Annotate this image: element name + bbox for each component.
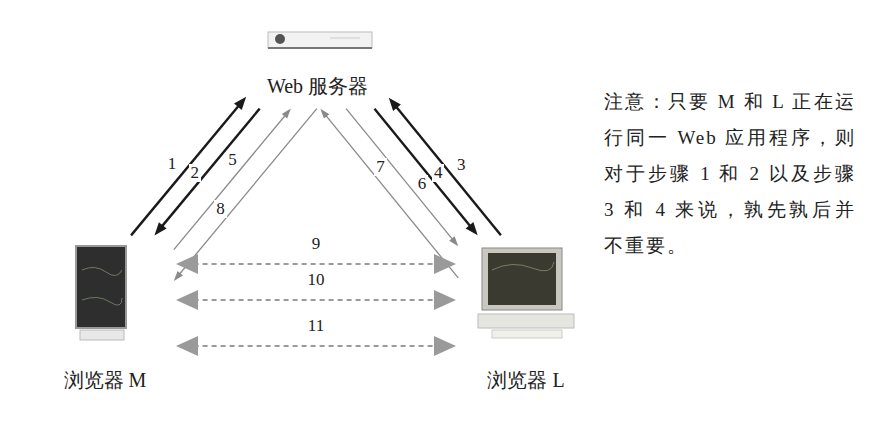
arrow-head: [389, 98, 401, 111]
arrow-head: [434, 254, 456, 274]
node-label: 浏览器 M: [40, 367, 170, 394]
arrow-head: [154, 222, 166, 235]
message-arrow: [194, 345, 439, 347]
arrow-head: [176, 336, 198, 356]
step-number: 4: [432, 164, 445, 182]
message-arrow: [179, 109, 317, 275]
step-number: 6: [416, 175, 429, 193]
arrow-head: [466, 222, 478, 235]
arrow-head: [282, 109, 291, 119]
browser-node: 浏览器 M: [40, 240, 170, 400]
message-arrow: [395, 106, 501, 236]
step-number: 3: [455, 156, 468, 174]
step-number: 9: [310, 235, 323, 253]
arrow-head: [176, 290, 198, 310]
arrow-head: [320, 109, 329, 119]
message-arrow: [194, 299, 439, 301]
node-label: 浏览器 L: [462, 367, 590, 394]
arrow-head: [176, 254, 198, 274]
monitor-icon: [462, 240, 590, 350]
step-number: 7: [374, 158, 387, 176]
step-number: 10: [306, 271, 327, 289]
note-text: 注意：只要 M 和 L 正在运行同一 Web 应用程序，则对于步骤 1 和 2 …: [604, 84, 856, 264]
arrow-head: [234, 97, 246, 110]
arrow-head: [434, 290, 456, 310]
node-label: Web 服务器: [250, 73, 385, 100]
step-number: 8: [214, 200, 227, 218]
message-arrow: [174, 115, 286, 250]
server-node: Web 服务器: [250, 24, 385, 104]
message-arrow: [325, 115, 458, 278]
step-number: 5: [226, 151, 239, 169]
arrow-head: [449, 236, 458, 246]
message-arrow: [131, 105, 239, 236]
monitor-icon: [40, 240, 170, 350]
step-number: 1: [166, 155, 179, 173]
message-arrow: [375, 109, 472, 228]
browser-node: 浏览器 L: [462, 240, 590, 400]
arrow-head: [434, 336, 456, 356]
step-number: 11: [306, 317, 326, 335]
message-arrow: [194, 263, 439, 265]
arrow-head: [174, 271, 183, 281]
step-number: 2: [189, 164, 202, 182]
message-arrow: [346, 109, 453, 240]
message-arrow: [161, 109, 260, 228]
